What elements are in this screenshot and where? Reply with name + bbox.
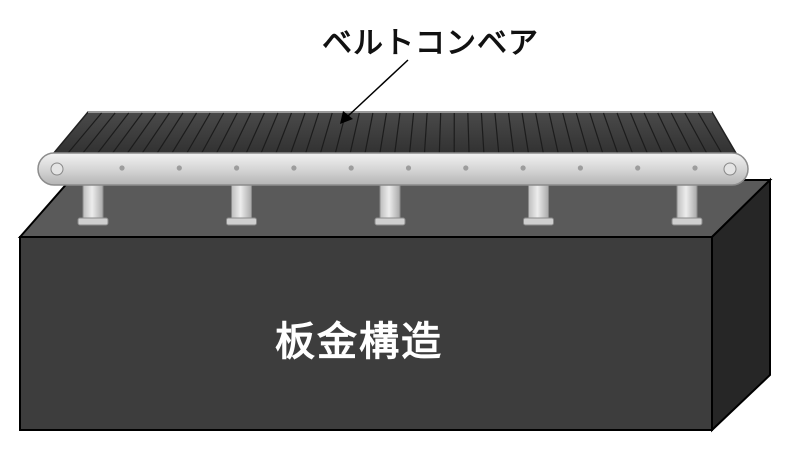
belt-slat xyxy=(378,112,388,160)
rail-bolt xyxy=(520,165,526,171)
support-leg xyxy=(528,181,549,223)
belt-slat xyxy=(589,112,606,160)
belt-slat xyxy=(521,112,530,160)
rail-bolt xyxy=(463,165,469,171)
belt-slat xyxy=(152,112,184,160)
belt-slats xyxy=(62,112,726,160)
arrowhead-icon xyxy=(340,111,353,124)
belt-slat xyxy=(258,112,279,160)
belt-slat xyxy=(575,112,591,160)
belt-slat xyxy=(657,112,681,160)
belt-slat xyxy=(137,112,170,160)
belt-slat xyxy=(227,112,252,160)
belt-slat xyxy=(212,112,238,160)
belt-slat xyxy=(273,112,293,160)
support-legs xyxy=(77,181,703,226)
leg-foot xyxy=(671,217,703,226)
support-leg xyxy=(231,181,252,223)
belt-slat xyxy=(122,112,157,160)
belt-slat xyxy=(697,112,726,160)
belt-slat xyxy=(288,112,306,160)
belt-slat xyxy=(167,112,198,160)
leg-foot xyxy=(226,217,257,226)
support-leg xyxy=(82,181,104,223)
belt-slat xyxy=(562,112,576,160)
rail-bolt xyxy=(692,165,698,171)
belt-slat xyxy=(92,112,130,160)
rail-bolt xyxy=(291,165,297,171)
rail-bolts xyxy=(119,165,698,171)
belt-slat xyxy=(197,112,225,160)
belt-slat xyxy=(243,112,265,160)
belt-slat xyxy=(393,112,401,160)
belt-slat xyxy=(670,112,696,160)
leader-arrow xyxy=(340,59,409,124)
belt-slat xyxy=(602,112,621,160)
belt-slat xyxy=(348,112,360,160)
belt-slat xyxy=(107,112,143,160)
belt-slat xyxy=(480,112,485,160)
rail-bolt xyxy=(577,165,584,171)
belt-slat xyxy=(467,112,470,160)
support-leg xyxy=(379,181,401,223)
belt-slat xyxy=(363,112,374,160)
sheet-metal-block-label: 板金構造 xyxy=(275,319,443,365)
rail-bolt xyxy=(176,165,182,171)
belt-slat xyxy=(62,112,103,160)
belt-slat xyxy=(318,112,333,160)
rail-bolt xyxy=(405,165,412,171)
belt-slat xyxy=(494,112,500,160)
sheet-metal-block xyxy=(17,177,773,433)
block-front-face xyxy=(19,236,713,431)
leg-foot xyxy=(374,217,406,226)
belt-slat xyxy=(684,112,711,160)
belt-slat xyxy=(408,112,415,160)
belt-slat xyxy=(303,112,320,160)
belt-slat xyxy=(535,112,546,160)
belt-slat xyxy=(507,112,515,160)
conveyor-side-rail xyxy=(37,152,749,186)
support-leg xyxy=(676,181,698,223)
belt-slat xyxy=(77,112,116,160)
belt-slat xyxy=(630,112,651,160)
belt-slat xyxy=(182,112,211,160)
belt-slat xyxy=(616,112,636,160)
belt-slat xyxy=(438,112,442,160)
rail-bolt xyxy=(635,165,641,171)
rail-bolt xyxy=(234,165,240,171)
rail-bolt xyxy=(348,165,354,171)
belt-slat xyxy=(423,112,428,160)
leg-foot xyxy=(523,217,554,226)
left-pulley xyxy=(50,162,64,176)
right-pulley xyxy=(723,162,737,176)
leg-foot xyxy=(77,217,109,226)
rail-bolt xyxy=(119,165,125,171)
belt-slat xyxy=(548,112,561,160)
belt-conveyor xyxy=(37,111,749,226)
belt-slat xyxy=(643,112,666,160)
conveyor-label: ベルトコンベア xyxy=(322,26,539,61)
